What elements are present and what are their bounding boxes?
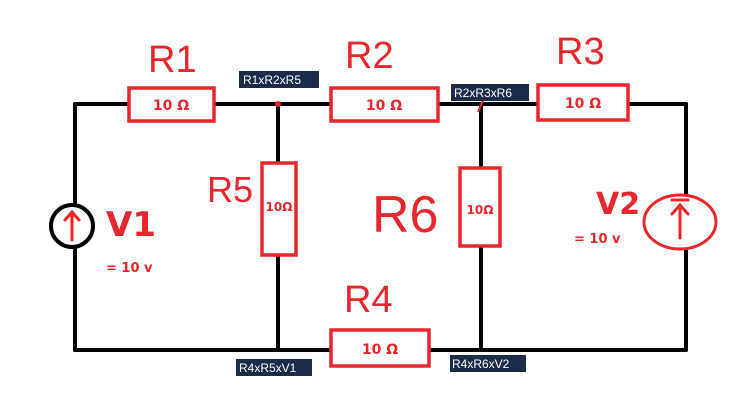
- node-tag-top-right: R2xR3xR6: [451, 84, 529, 101]
- node-tag-bottom-right-text: R4xR6xV2: [452, 357, 510, 371]
- v2-value: = 10 v: [574, 232, 621, 247]
- resistor-r6: 10Ω R6: [372, 166, 502, 248]
- node-tag-bottom-left: R4xR5xV1: [236, 359, 312, 376]
- resistor-r5: 10Ω R5: [207, 161, 298, 257]
- resistor-r4-value: 10 Ω: [362, 342, 398, 358]
- resistor-r4: 10 Ω R4: [329, 279, 431, 368]
- node-tag-top-left: R1xR2xR5: [239, 71, 319, 88]
- node-tag-bottom-left-text: R4xR5xV1: [239, 361, 297, 375]
- resistor-r1-value: 10 Ω: [153, 98, 189, 114]
- resistor-r1: 10 Ω R1: [127, 39, 216, 123]
- resistor-r5-label: R5: [207, 169, 253, 210]
- voltage-source-v1: V1 = 10 v: [49, 203, 156, 276]
- resistor-r3-label: R3: [556, 31, 605, 73]
- node-dot-left: [275, 101, 281, 107]
- v1-label: V1: [106, 205, 156, 245]
- v2-arrow-icon: [670, 198, 690, 240]
- v2-label: V2: [596, 187, 640, 222]
- v1-arrow-icon: [63, 209, 81, 242]
- resistor-r3-value: 10 Ω: [565, 96, 601, 112]
- voltage-source-v2: V2 = 10 v: [574, 187, 718, 251]
- node-tag-top-left-text: R1xR2xR5: [243, 73, 301, 87]
- node-tag-bottom-right: R4xR6xV2: [450, 355, 526, 372]
- resistor-r4-label: R4: [344, 279, 393, 321]
- resistor-r2-label: R2: [345, 35, 394, 77]
- resistor-r1-label: R1: [148, 39, 197, 81]
- resistor-r3: 10 Ω R3: [536, 31, 630, 122]
- resistor-r2: 10 Ω R2: [329, 35, 440, 123]
- resistor-r6-label: R6: [372, 186, 438, 244]
- resistor-r6-value: 10Ω: [467, 203, 494, 217]
- v1-value: = 10 v: [106, 261, 153, 276]
- node-tag-top-right-text: R2xR3xR6: [454, 86, 512, 100]
- resistor-r2-value: 10 Ω: [366, 98, 402, 114]
- resistor-r5-value: 10Ω: [266, 200, 293, 214]
